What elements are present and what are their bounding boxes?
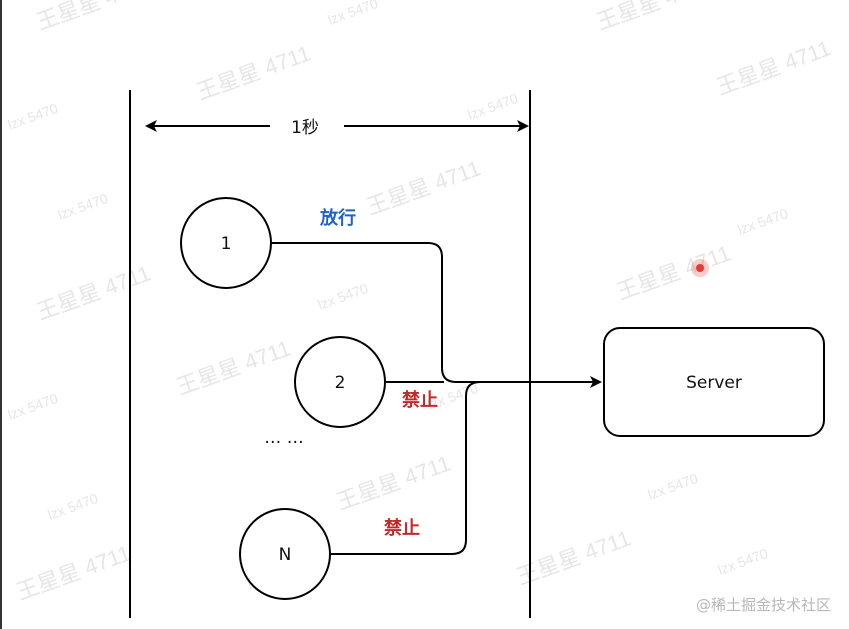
watermark-text: lzx 5470 — [646, 470, 701, 503]
client-2-label: 2 — [335, 373, 346, 393]
client-n-label: N — [279, 545, 292, 565]
watermark-text: lzx 5470 — [316, 280, 371, 313]
watermark-text: lzx 5470 — [466, 90, 521, 123]
watermark-text: lzx 5470 — [736, 205, 791, 238]
watermark-text: 王星星 4711 — [713, 35, 834, 99]
watermark-text: lzx 5470 — [716, 545, 771, 578]
watermark-text: 王星星 4711 — [193, 40, 314, 104]
client-1-node — [180, 197, 272, 289]
watermark-text: 王星星 4711 — [363, 155, 484, 219]
watermark-text: 王星星 4711 — [33, 0, 154, 35]
client-n-node — [239, 508, 331, 600]
watermark-text: 王星星 4711 — [173, 335, 294, 399]
server-label: Server — [686, 373, 742, 393]
client-1-label: 1 — [221, 234, 232, 254]
watermark-text: lzx 5470 — [6, 390, 61, 423]
duration-label: 1秒 — [291, 118, 319, 138]
watermark-text: 王星星 4711 — [33, 260, 154, 324]
watermark-text: lzx 5470 — [56, 190, 111, 223]
watermark-text: 王星星 4711 — [13, 540, 134, 604]
watermark-text: 王星星 4711 — [333, 450, 454, 514]
watermark-text: 王星星 4711 — [593, 0, 714, 35]
watermark-text: 王星星 4711 — [513, 525, 634, 589]
connector-client-1 — [272, 242, 602, 388]
pointer-dot — [696, 264, 704, 272]
watermark-text: lzx 5470 — [46, 490, 101, 523]
edge-label-allow: 放行 — [319, 207, 356, 229]
watermark-text: lzx 5470 — [6, 100, 61, 133]
edge-label-deny-n: 禁止 — [384, 517, 420, 539]
client-2-node — [294, 336, 386, 428]
connector-client-n — [330, 381, 481, 555]
watermark-text: 王星星 4711 — [613, 240, 734, 304]
watermark-text: lzx 5470 — [326, 0, 381, 28]
footer-attribution: @稀土掘金技术社区 — [695, 596, 831, 614]
server-node — [603, 327, 825, 437]
edge-label-deny-2: 禁止 — [402, 389, 438, 411]
ellipsis-label: … … — [264, 428, 303, 448]
